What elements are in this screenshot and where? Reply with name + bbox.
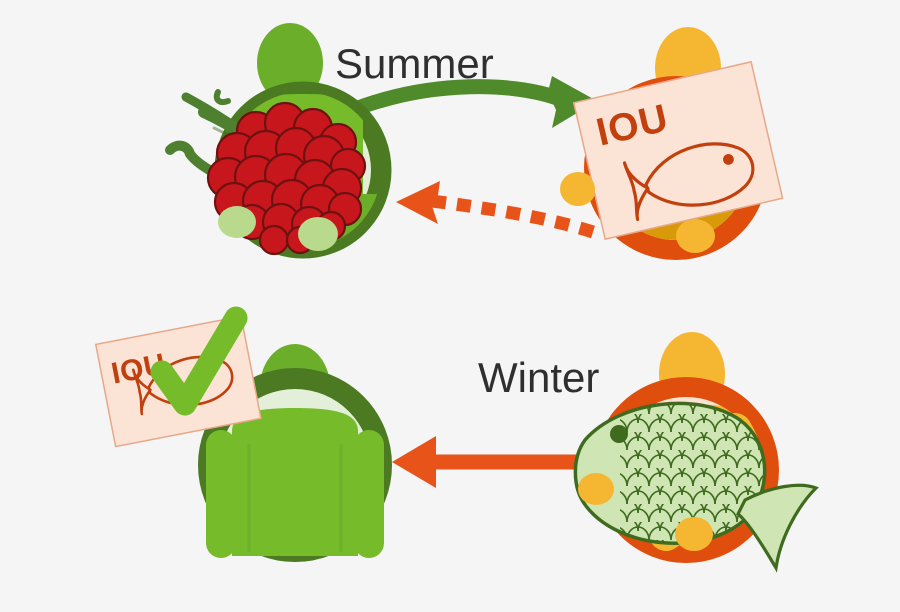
- winter-farmer-figure: IOU: [94, 306, 392, 562]
- fish-tail: [735, 483, 819, 573]
- note-paper: [572, 60, 784, 241]
- summer-label: Summer: [335, 40, 494, 87]
- winter-scene: IOU: [94, 306, 819, 573]
- summer-iou-note: IOU: [572, 60, 784, 241]
- summer-farmer-figure: [165, 23, 392, 259]
- farmer-body: [206, 408, 384, 558]
- fish-eye-icon: [610, 425, 628, 443]
- leaf-blob-left: [218, 206, 256, 238]
- fisherman-hand-right: [675, 517, 713, 551]
- fish-eye-icon: [723, 154, 734, 165]
- winter-fisherman-figure: [573, 332, 819, 573]
- leaf-blob-right: [298, 217, 338, 251]
- check-icon: [150, 306, 248, 416]
- fish-drawing-icon: [622, 142, 755, 221]
- winter-forward-arrow: [392, 436, 600, 488]
- summer-return-arrow: [396, 181, 595, 239]
- winter-label: Winter: [478, 354, 599, 401]
- summer-scene: IOU Summer: [165, 23, 784, 260]
- summer-fisherman-figure: IOU: [560, 27, 784, 260]
- winter-fish: [573, 401, 819, 573]
- summer-forward-arrow: [342, 76, 597, 128]
- fisherman-hand-left: [578, 473, 614, 505]
- fisherman-hand-right-front: [679, 220, 715, 252]
- fisherman-hand-left-front: [561, 173, 595, 205]
